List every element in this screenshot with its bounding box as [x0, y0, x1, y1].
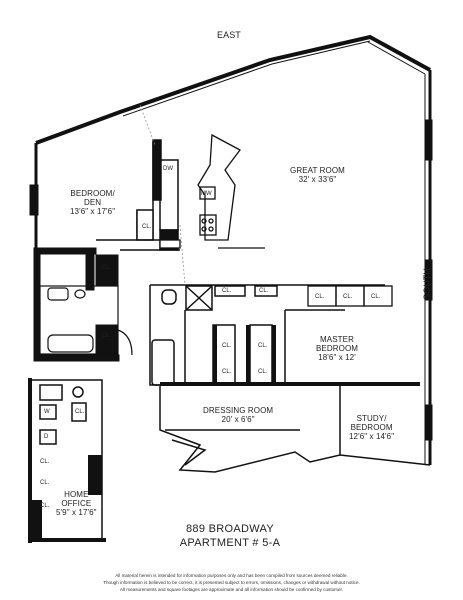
dashed-lines [139, 104, 186, 286]
microwave-label: MW [201, 191, 212, 197]
east-window-wall [35, 34, 431, 145]
great-room-label: GREAT ROOM 32' x 33'6" [290, 166, 345, 184]
bedroom-den-name-1: BEDROOM/ [70, 189, 115, 198]
dryer-label: D [44, 434, 49, 440]
closet-label: CL. [258, 369, 268, 375]
lower-walls [159, 386, 431, 473]
home-office-name-2: OFFICE [61, 499, 92, 508]
master-bedroom-name-2: BEDROOM [316, 344, 359, 353]
closet-label: CL. [102, 265, 112, 271]
closet-label: CL. [142, 224, 152, 230]
compass-south-label: SOUTH [422, 268, 432, 300]
closet-label: CL. [40, 459, 50, 465]
dressing-room-label: DRESSING ROOM 20' x 6'6" [203, 406, 273, 424]
disclaimer-line-2: Though information is believed to be cor… [103, 580, 360, 585]
closet-label: CL. [40, 480, 50, 486]
home-office-label: HOME OFFICE 5'9" x 17'6" [56, 490, 97, 517]
disclaimer-line-1: All material herein is intended for info… [115, 573, 348, 578]
closet-label: CL. [40, 503, 50, 509]
compass-east-label: EAST [217, 30, 241, 40]
closet-label: CL. [371, 294, 381, 300]
closet-label: CL. [102, 333, 112, 339]
core-thick-walls [160, 325, 420, 386]
disclaimer-line-3: All measurements and square footages are… [119, 587, 344, 592]
master-bedroom-dims: 18'6" x 12' [318, 353, 356, 362]
west-wall [29, 143, 120, 362]
closet-label: CL. [343, 294, 353, 300]
home-office-dims: 5'9" x 17'6" [56, 508, 97, 517]
master-bedroom-name-1: MASTER [320, 335, 354, 344]
closet-label: CL. [258, 343, 268, 349]
bedroom-den-dims: 13'6" x 17'6" [70, 207, 116, 216]
bedroom-den-name-2: DEN [83, 198, 102, 207]
building-title: 889 BROADWAY [186, 523, 274, 535]
closet-label: CL. [75, 409, 85, 415]
great-room-dims: 32' x 33'6" [298, 175, 337, 184]
washer-label: W [44, 409, 50, 415]
closet-label: CL. [315, 294, 325, 300]
south-window-wall [424, 70, 433, 465]
master-bedroom-label: MASTER BEDROOM 18'6" x 12' [316, 335, 358, 362]
home-office-thick [28, 378, 106, 543]
study-bedroom-label: STUDY/ BEDROOM 12'6" x 14'6" [349, 414, 394, 441]
apartment-title: APARTMENT # 5-A [179, 537, 281, 549]
bathroom-1 [39, 285, 133, 356]
bedroom-den-label: BEDROOM/ DEN 13'6" x 17'6" [70, 189, 115, 216]
dishwasher-label: DW [163, 166, 173, 172]
kitchen [159, 133, 265, 249]
study-bedroom-name-1: STUDY/ [356, 414, 387, 423]
home-office-name-1: HOME [64, 490, 89, 499]
closet-label: CL. [222, 343, 232, 349]
great-room-name: GREAT ROOM [290, 166, 345, 175]
closet-label: CL. [222, 369, 232, 375]
dressing-room-name: DRESSING ROOM [203, 406, 274, 415]
study-bedroom-name-2: BEDROOM [350, 423, 393, 432]
master-closets [307, 285, 393, 307]
dressing-room-dims: 20' x 6'6" [221, 415, 255, 424]
closet-label: CL. [259, 288, 269, 294]
closet-label: CL. [222, 288, 232, 294]
study-bedroom-dims: 12'6" x 14'6" [349, 432, 395, 441]
